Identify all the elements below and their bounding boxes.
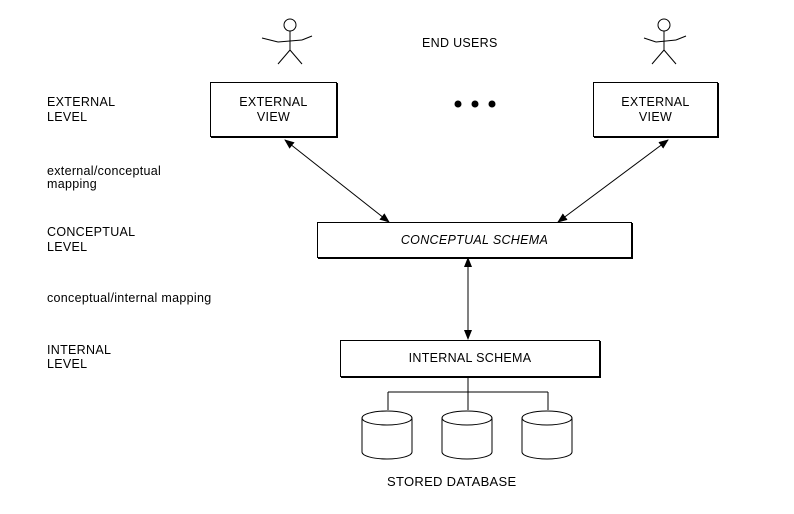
internal-schema-box: INTERNAL SCHEMA	[340, 340, 600, 377]
external-view-right-box: EXTERNAL VIEW	[593, 82, 718, 137]
external-level-label-line2: LEVEL	[47, 110, 88, 124]
external-conceptual-mapping-label-line2: mapping	[47, 177, 98, 191]
database-cylinder-icon-2	[441, 410, 493, 460]
ellipsis-icon	[454, 100, 496, 108]
conceptual-schema-label: CONCEPTUAL SCHEMA	[400, 232, 549, 247]
external-view-left-box: EXTERNAL VIEW	[210, 82, 337, 137]
internal-level-label-line1: INTERNAL	[47, 343, 112, 357]
database-cylinder-icon-1	[361, 410, 413, 460]
user-right-icon	[643, 18, 687, 65]
conceptual-level-label-line1: CONCEPTUAL	[47, 225, 136, 239]
external-view-left-line2: VIEW	[256, 109, 291, 124]
external-level-label-line1: EXTERNAL	[47, 95, 116, 109]
external-view-right-line1: EXTERNAL	[621, 94, 690, 109]
internal-schema-label: INTERNAL SCHEMA	[408, 351, 532, 365]
stored-database-label: STORED DATABASE	[387, 474, 517, 489]
external-view-right-line2: VIEW	[638, 109, 673, 124]
arrow-left-external-to-conceptual	[284, 139, 390, 223]
storage-connector	[387, 377, 549, 410]
internal-level-label-line2: LEVEL	[47, 357, 88, 371]
external-view-left-line1: EXTERNAL	[239, 94, 308, 109]
database-cylinder-icon-3	[521, 410, 573, 460]
external-conceptual-mapping-label-line1: external/conceptual	[47, 164, 162, 178]
arrow-right-external-to-conceptual	[557, 139, 669, 223]
conceptual-internal-mapping-label: conceptual/internal mapping	[47, 291, 212, 305]
user-left-icon	[261, 18, 313, 65]
conceptual-schema-box: CONCEPTUAL SCHEMA	[317, 222, 632, 258]
end-users-title: END USERS	[422, 36, 498, 50]
conceptual-level-label-line2: LEVEL	[47, 240, 88, 254]
